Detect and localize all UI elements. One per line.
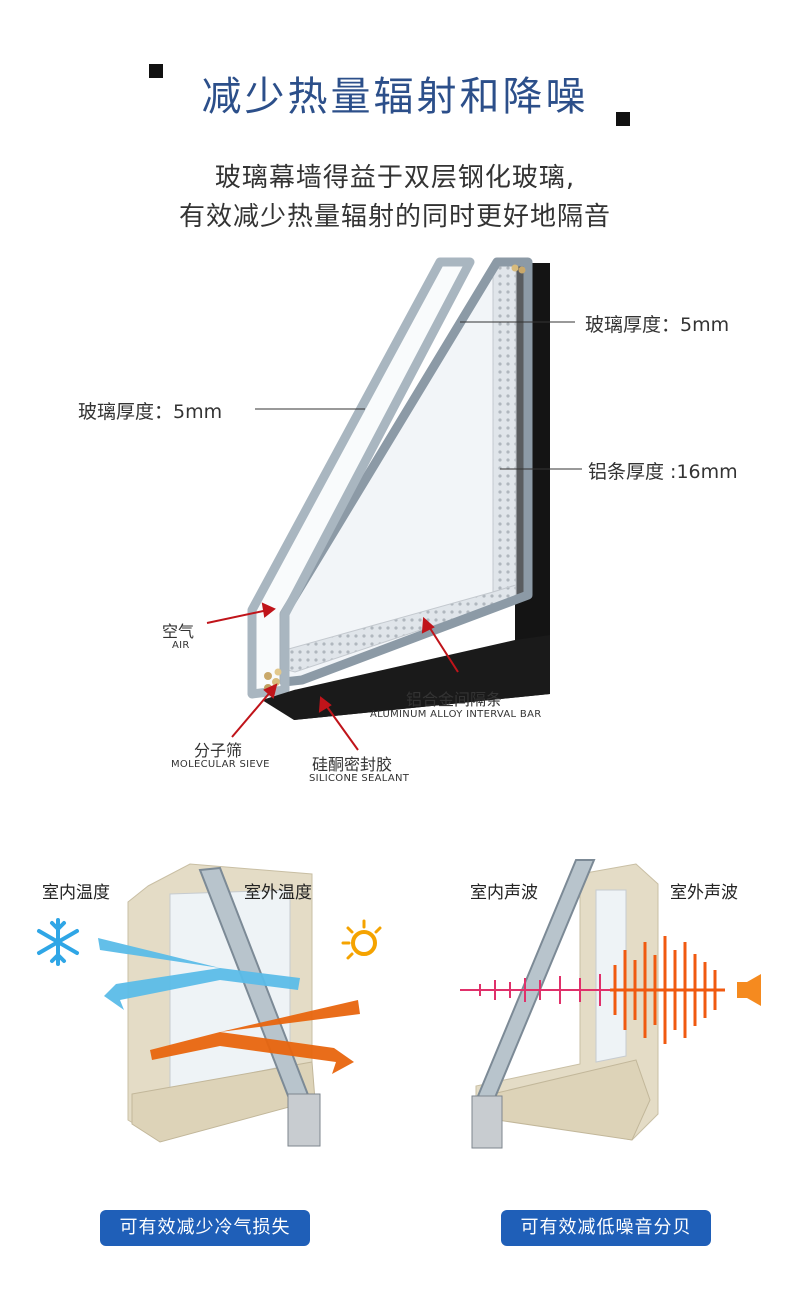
label-spacer-en: ALUMINUM ALLOY INTERVAL BAR [370,709,542,720]
arrow-sieve [231,689,273,738]
window-glass [595,889,627,1063]
cold-arrow [98,938,300,1010]
title-decor-right [616,112,630,126]
caption-reduce-noise: 可有效减低噪音分贝 [501,1210,711,1246]
label-glass-thickness-right: 玻璃厚度：5mm [585,314,730,336]
weak-sound-wave [460,974,620,1006]
subtitle-line-1: 玻璃幕墙得益于双层钢化玻璃, [214,163,576,193]
arrow-sealant [324,703,359,751]
strong-sound-wave [610,936,725,1044]
aluminum-profile [287,1093,321,1147]
label-outdoor-temperature: 室外温度 [244,883,312,903]
label-sealant-cn: 硅酮密封胶 [312,755,393,774]
double-glazing-diagram [206,257,582,751]
aluminum-profile [471,1095,503,1149]
arrow-air-head [261,602,276,618]
arrow-sieve-head [263,683,278,699]
speaker-icon [737,974,761,1006]
thermal-window-illustration [98,863,360,1147]
label-air-en: AIR [172,640,190,651]
label-outdoor-sound: 室外声波 [670,883,738,903]
snowflake-icon [37,918,79,966]
subtitle-line-2: 有效减少热量辐射的同时更好地隔音 [178,202,611,232]
label-aluminum-strip: 铝条厚度 :16mm [588,461,738,483]
label-air-cn: 空气 [162,622,195,641]
frame-bottom [262,635,550,720]
label-spacer-cn: 铝合金间隔条 [406,690,503,709]
arrow-sealant-head [318,696,332,713]
label-indoor-sound: 室内声波 [470,883,538,903]
label-glass-thickness-left: 玻璃厚度：5mm [78,401,223,423]
hot-arrow [150,1000,360,1074]
arrow-air [206,609,269,624]
caption-reduce-cold-loss: 可有效减少冷气损失 [100,1210,310,1246]
label-sieve-en: MOLECULAR SIEVE [171,759,270,770]
arrow-spacer-head [421,616,435,634]
arrow-spacer [427,624,459,673]
glass-pane-front [247,257,475,699]
sun-icon [341,919,382,960]
page-title: 减少热量辐射和降噪 [201,74,589,120]
label-sieve-cn: 分子筛 [194,741,243,760]
title-decor-left [149,64,163,78]
label-sealant-en: SILICONE SEALANT [309,773,410,784]
sound-window-illustration [460,859,725,1149]
label-indoor-temperature: 室内温度 [42,883,110,903]
